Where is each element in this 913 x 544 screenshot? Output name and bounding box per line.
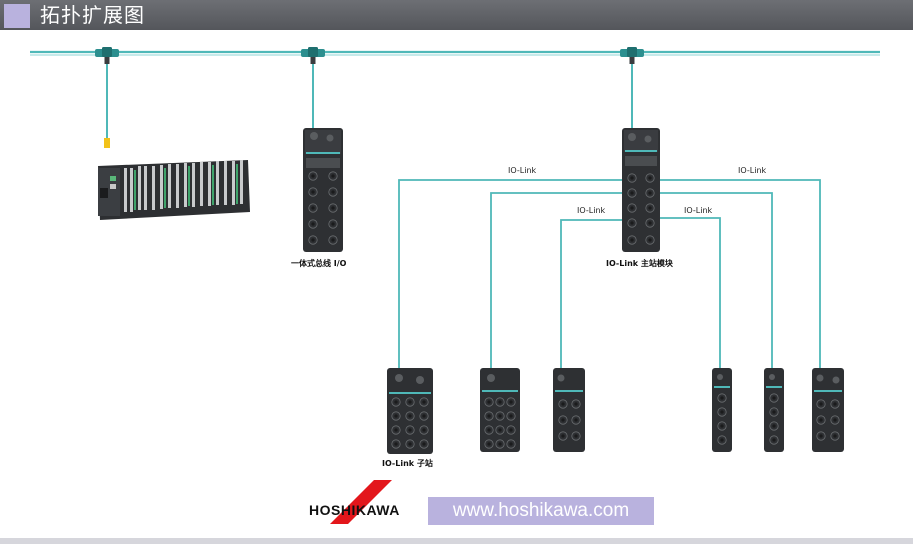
website-url[interactable]: www.hoshikawa.com	[428, 497, 654, 525]
io-link-slave-4	[712, 368, 732, 452]
plc-rack	[98, 160, 250, 220]
slave-label: IO-Link 子站	[382, 458, 433, 468]
cable-right-inner	[652, 217, 721, 370]
hoshikawa-logo-mark	[330, 480, 392, 524]
io-link-label-left-inner: IO-Link	[577, 206, 606, 215]
cable-right-outer	[652, 179, 821, 370]
t-connector-1	[95, 47, 119, 64]
t-connector-3	[620, 47, 644, 64]
t-connector-2	[301, 47, 325, 64]
main-bus-cable	[30, 50, 880, 56]
io-link-master-module	[622, 128, 660, 252]
io-link-slave-5	[764, 368, 784, 452]
cable-left-outer	[398, 179, 622, 370]
cable-left-mid	[490, 192, 622, 370]
bottom-divider	[0, 538, 913, 544]
io-link-slave-1	[387, 368, 433, 454]
brand-wordmark: HOSHIKAWA	[309, 502, 400, 518]
cable-right-mid	[652, 192, 773, 370]
master-label: IO-Link 主站模块	[606, 258, 674, 268]
io-link-slave-3	[553, 368, 585, 452]
compact-io-label: 一体式总线 I/O	[291, 258, 347, 268]
io-link-slave-6	[812, 368, 844, 452]
title-accent	[4, 4, 30, 28]
io-link-cables	[398, 179, 821, 370]
cable-left-inner	[560, 219, 622, 370]
compact-bus-io-module	[303, 128, 343, 252]
plc-connector	[104, 138, 110, 148]
io-link-label-right-inner: IO-Link	[684, 206, 713, 215]
io-link-slave-2	[480, 368, 520, 452]
io-link-label-right-outer: IO-Link	[738, 166, 767, 175]
title-bar: 拓扑扩展图	[0, 0, 913, 30]
page-title: 拓扑扩展图	[40, 3, 145, 27]
io-link-label-left-outer: IO-Link	[508, 166, 537, 175]
